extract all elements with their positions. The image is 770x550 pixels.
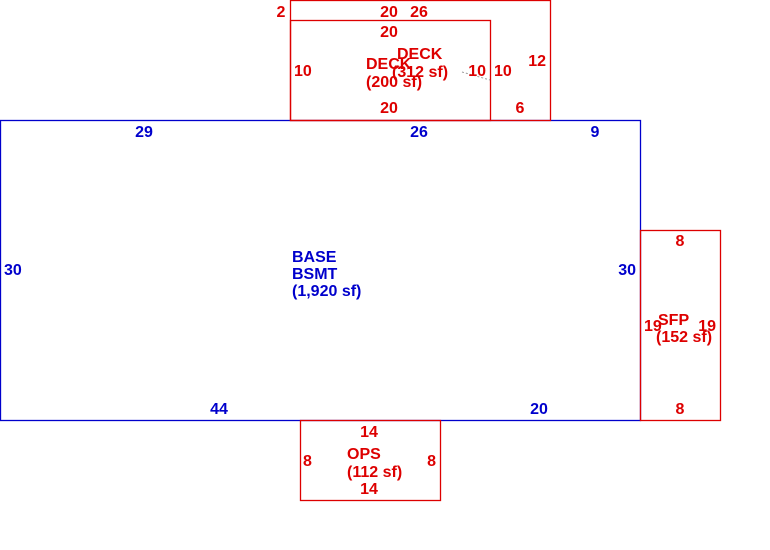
base-dim-top-left: 29 — [135, 124, 153, 141]
deck-small-dim-top: 20 — [380, 24, 398, 41]
base-dim-top-mid: 26 — [410, 124, 428, 141]
deck-large-label: DECK — [397, 46, 443, 63]
base-dim-right: 30 — [618, 262, 636, 279]
deck-large-dim-top-a: 2 — [277, 4, 286, 21]
ops-dim-left: 8 — [303, 453, 312, 470]
base-area: (1,920 sf) — [292, 283, 361, 300]
deck-small-outline — [289, 19, 492, 122]
deck-small-dim-bottom: 20 — [380, 100, 398, 117]
base-dim-bottom-left: 44 — [210, 401, 228, 418]
sfp-label: SFP — [658, 312, 689, 329]
base-label-2: BSMT — [292, 266, 338, 283]
base-dim-left: 30 — [4, 262, 22, 279]
deck-small-dim-left: 10 — [294, 63, 312, 80]
sfp-outline — [639, 229, 722, 422]
ops-dim-bottom: 14 — [360, 481, 378, 498]
deck-small-area: (200 sf) — [366, 74, 422, 91]
sfp-dim-right: 19 — [698, 318, 716, 335]
leader-line — [461, 71, 491, 81]
ops-label: OPS — [347, 446, 381, 463]
deck-small-label: DECK — [366, 56, 412, 73]
sfp-area: (152 sf) — [656, 329, 712, 346]
ops-area: (112 sf) — [347, 464, 402, 481]
deck-large-dim-right: 12 — [528, 53, 546, 70]
deck-large-area: (312 sf) — [392, 64, 448, 81]
ops-dim-top: 14 — [360, 424, 378, 441]
sfp-dim-left: 19 — [644, 318, 662, 335]
ops-outline — [299, 419, 442, 502]
deck-large-dim-top-b: 20 — [380, 4, 398, 21]
deck-large-dim-bottom: 6 — [516, 100, 525, 117]
sfp-dim-top: 8 — [676, 233, 685, 250]
base-dim-top-right: 9 — [591, 124, 600, 141]
base-label: BASE — [292, 249, 337, 266]
deck-small-dim-right: 10 — [468, 63, 486, 80]
ops-dim-right: 8 — [427, 453, 436, 470]
deck-large-dim-top-c: 26 — [410, 4, 428, 21]
sfp-dim-bottom: 8 — [676, 401, 685, 418]
base-dim-bottom-right: 20 — [530, 401, 548, 418]
deck-large-dim-inner-right: 10 — [494, 63, 512, 80]
